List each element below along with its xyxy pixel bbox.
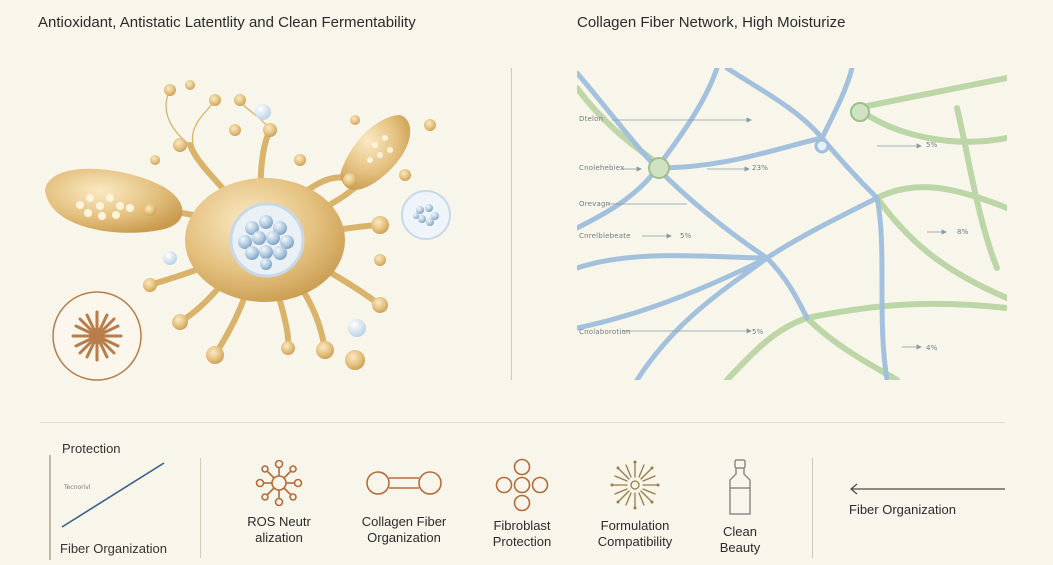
feature-collagen-fiber: Collagen Fiber Organization (344, 458, 464, 546)
fibroblast-cell-illustration (45, 80, 451, 381)
network-annotation-value: 5% (680, 232, 692, 240)
panel-divider (511, 68, 512, 380)
feature-clean-beauty: Clean Beauty (680, 458, 800, 556)
legend-tiny-label: Tecnorivl (64, 484, 91, 491)
legend-title: Protection (62, 441, 121, 456)
feature-ros-neutralization: ROS Neutr alization (219, 458, 339, 546)
network-annotation-value: 8% (957, 228, 969, 236)
feature-label: Collagen Fiber Organization (361, 514, 447, 545)
left-panel-title: Antioxidant, Antistatic Latentlity and C… (38, 14, 416, 31)
network-annotation-label: Dtelon (579, 115, 604, 123)
arrow-label: Fiber Organization (849, 502, 956, 517)
network-annotation-label: Orevagn (579, 200, 611, 208)
ros-molecule-icon (255, 459, 303, 507)
collagen-network-illustration (577, 68, 1007, 380)
fibroblast-cluster-icon (495, 458, 549, 512)
feature-label: Fibroblast Protection (492, 518, 552, 549)
right-panel-title: Collagen Fiber Network, High Moisturize (577, 14, 846, 31)
feature-fibroblast-protection: Fibroblast Protection (462, 458, 582, 550)
legend-divider (200, 458, 201, 558)
network-annotation-value: 5% (752, 328, 764, 336)
legend-trend-line (49, 455, 165, 560)
collagen-fiber-icon (366, 471, 442, 495)
feature-label: ROS Neutr alization (247, 514, 311, 545)
network-annotation-value: 5% (926, 141, 938, 149)
bottle-icon (729, 459, 751, 515)
network-annotation-value: 4% (926, 344, 938, 352)
sun-burst-icon (52, 291, 142, 381)
left-arrow-icon (850, 483, 1005, 495)
feature-formulation-compatibility: Formulation Compatibility (575, 458, 695, 550)
feature-label: Formulation Compatibility (597, 518, 673, 549)
features-divider (812, 458, 813, 558)
network-annotation-value: 23% (752, 164, 769, 172)
section-divider (40, 422, 1005, 423)
network-annotation-label: Cnolaborotion (579, 328, 631, 336)
burst-flower-icon (610, 460, 660, 510)
network-annotation-label: Cnrelblebeate (579, 232, 631, 240)
feature-label: Clean Beauty (719, 524, 761, 555)
legend-axis-label: Fiber Organization (60, 541, 167, 556)
network-annotation-label: Cnolehebiex (579, 164, 625, 172)
